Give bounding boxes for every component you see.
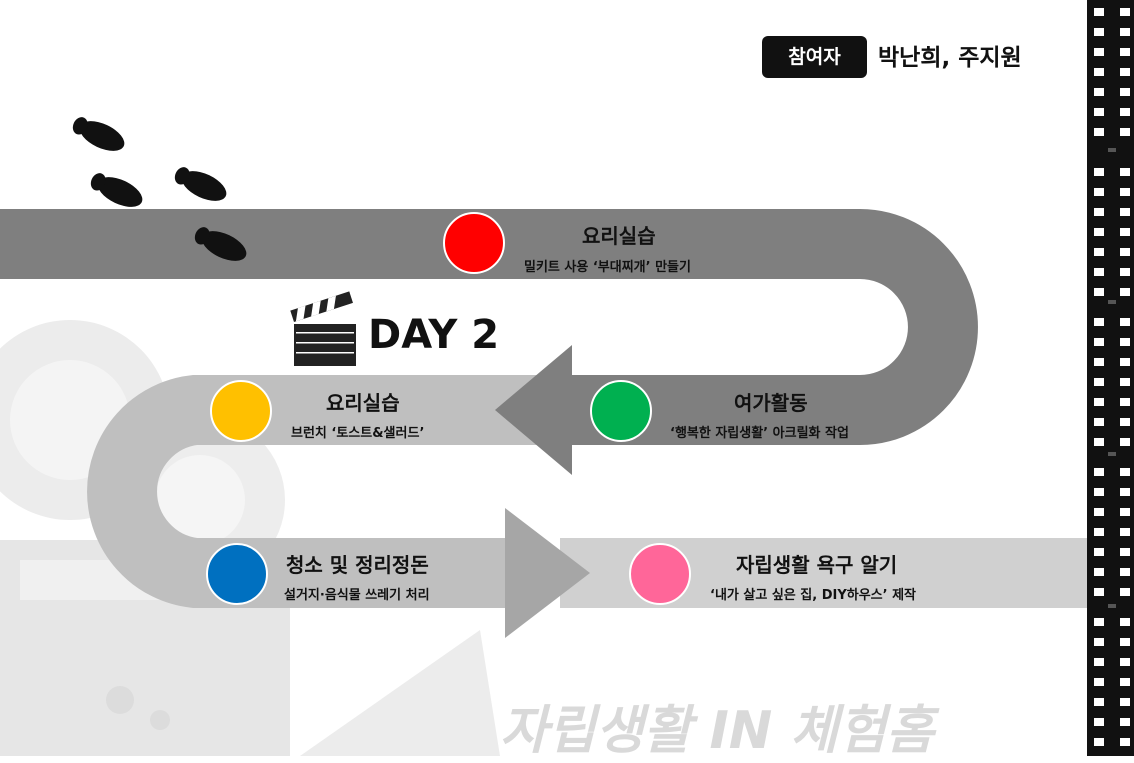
path-segment-middle: [87, 375, 560, 608]
step-4-subtitle: 설거지·음식물 쓰레기 처리: [284, 588, 430, 603]
path-segment-top: [0, 209, 978, 445]
step-4-title: 청소 및 정리정돈: [286, 553, 429, 577]
step-5-title: 자립생활 욕구 알기: [736, 553, 898, 577]
arrow-left-marker: [495, 345, 572, 475]
footprints-icon: [72, 117, 247, 261]
step-3-subtitle: 브런치 ‘토스트&샐러드’: [291, 426, 425, 441]
film-strip: [1087, 0, 1134, 756]
step-1-title: 요리실습: [582, 224, 656, 248]
watermark-title: 자립생활 IN 체험홈: [500, 701, 934, 761]
day-label: DAY 2: [368, 312, 500, 358]
step-2-subtitle: ‘행복한 자립생활’ 아크릴화 작업: [670, 426, 849, 441]
clapperboard-icon: [290, 291, 356, 366]
step-2-marker: [590, 380, 652, 442]
participants-names: 박난희, 주지원: [878, 45, 1022, 71]
step-5-subtitle: ‘내가 살고 싶은 집, DIY하우스’ 제작: [710, 588, 917, 603]
arrow-right-marker: [505, 508, 590, 638]
step-3-marker: [210, 380, 272, 442]
step-2-title: 여가활동: [734, 391, 808, 415]
step-1-marker: [443, 212, 505, 274]
step-4-marker: [206, 543, 268, 605]
participants-badge: 참여자: [762, 36, 867, 78]
step-3-title: 요리실습: [326, 391, 400, 415]
step-5-marker: [629, 543, 691, 605]
step-1-subtitle: 밀키트 사용 ‘부대찌개’ 만들기: [524, 260, 691, 275]
